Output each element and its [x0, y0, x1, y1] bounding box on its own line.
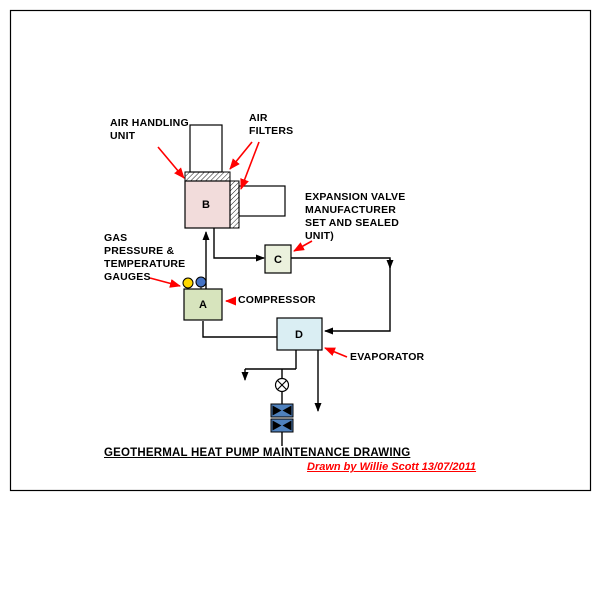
pressure-gauge-icon — [195, 276, 207, 288]
pipe-evaporator-to-compressor — [202, 321, 277, 338]
drawing-credit: Drawn by Willie Scott 13/07/2011 — [307, 461, 477, 473]
air-handling-unit-box — [184, 180, 231, 229]
page-border — [9, 9, 592, 492]
pointer-arrow-air-handling-unit — [157, 146, 185, 179]
air-duct — [189, 124, 223, 173]
pointer-arrow-evaporator — [324, 347, 348, 358]
expansion-valve-box — [264, 244, 292, 274]
heat-exchanger-icon — [270, 403, 294, 433]
gas-gauges-label: GAS PRESSURE & TEMPERATURE GAUGES — [104, 232, 186, 284]
temperature-gauge-icon — [182, 277, 194, 289]
air-filter-top — [184, 171, 231, 182]
compressor-box — [183, 288, 223, 321]
evaporator-box — [276, 317, 323, 351]
valve-icon — [274, 377, 290, 393]
gauges-group — [182, 276, 207, 289]
air-filters-label: AIR FILTERS — [249, 112, 294, 138]
annotation-arrows — [149, 141, 348, 358]
air-filter-side — [229, 180, 240, 229]
pipework — [202, 228, 394, 446]
drawing-title: GEOTHERMAL HEAT PUMP MAINTENANCE DRAWING — [104, 447, 411, 459]
air-handling-unit-letter: B — [202, 199, 210, 211]
pipe-ahu-to-expansion-valve — [213, 228, 265, 262]
evaporator-label: EVAPORATOR — [350, 351, 425, 363]
compressor-label: COMPRESSOR — [238, 294, 316, 306]
air-handling-unit-label: AIR HANDLING UNIT — [110, 117, 189, 143]
pointer-arrow-gauges — [149, 277, 181, 288]
pointer-arrow-air-filter-top — [229, 141, 253, 170]
evaporator-letter: D — [295, 329, 303, 341]
compressor-letter: A — [199, 299, 207, 311]
pointer-arrow-air-filter-side — [240, 141, 260, 190]
pipe-expansion-valve-to-evaporator — [291, 257, 391, 335]
return-air-duct — [238, 185, 286, 217]
expansion-valve-label: EXPANSION VALVE MANUFACTURER SET AND SEA… — [305, 191, 406, 243]
expansion-valve-letter: C — [274, 254, 282, 266]
pointer-arrow-expansion-valve — [293, 240, 313, 252]
